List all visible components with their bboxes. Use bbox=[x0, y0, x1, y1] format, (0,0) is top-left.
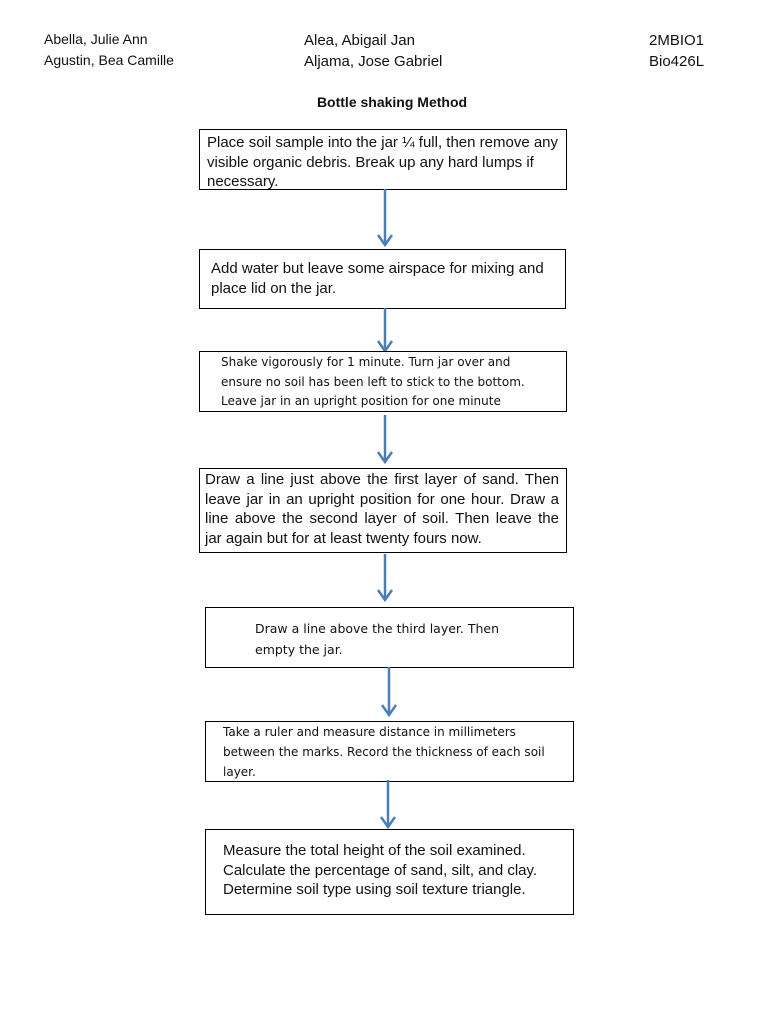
step-text: Measure the total height of the soil exa… bbox=[223, 842, 538, 898]
step-box-4: Draw a line just above the first layer o… bbox=[199, 468, 567, 553]
step-box-7: Measure the total height of the soil exa… bbox=[205, 829, 574, 915]
student-name: Agustin, Bea Camille bbox=[44, 52, 174, 68]
arrow-down-icon bbox=[380, 667, 398, 718]
student-name: Abella, Julie Ann bbox=[44, 31, 148, 47]
step-text: Shake vigorously for 1 minute. Turn jar … bbox=[221, 355, 525, 408]
section-code: 2MBIO1 bbox=[649, 32, 705, 49]
arrow-down-icon bbox=[376, 189, 394, 248]
step-box-6: Take a ruler and measure distance in mil… bbox=[205, 721, 574, 782]
step-text: Take a ruler and measure distance in mil… bbox=[223, 725, 545, 779]
student-name: Alea, Abigail Jan bbox=[304, 32, 415, 49]
step-box-5: Draw a line above the third layer. Then … bbox=[205, 607, 574, 668]
student-name: Aljama, Jose Gabriel bbox=[304, 53, 443, 70]
arrow-down-icon bbox=[379, 780, 397, 830]
step-text: Place soil sample into the jar ¼ full, t… bbox=[207, 134, 559, 190]
student-names-middle: Alea, Abigail Jan Aljama, Jose Gabriel bbox=[304, 30, 442, 72]
step-text: Add water but leave some airspace for mi… bbox=[211, 260, 544, 297]
step-box-2: Add water but leave some airspace for mi… bbox=[199, 249, 566, 309]
step-box-1: Place soil sample into the jar ¼ full, t… bbox=[199, 129, 567, 190]
arrow-down-icon bbox=[376, 308, 394, 353]
step-text: Draw a line just above the first layer o… bbox=[205, 471, 559, 547]
arrow-down-icon bbox=[376, 415, 394, 465]
step-box-3: Shake vigorously for 1 minute. Turn jar … bbox=[199, 351, 567, 412]
step-text: Draw a line above the third layer. Then … bbox=[255, 621, 500, 657]
arrow-down-icon bbox=[376, 554, 394, 603]
course-info: 2MBIO1 Bio426L bbox=[649, 30, 704, 72]
page-title: Bottle shaking Method bbox=[316, 94, 468, 110]
course-code: Bio426L bbox=[649, 53, 705, 70]
student-names-left: Abella, Julie Ann Agustin, Bea Camille bbox=[44, 29, 174, 71]
